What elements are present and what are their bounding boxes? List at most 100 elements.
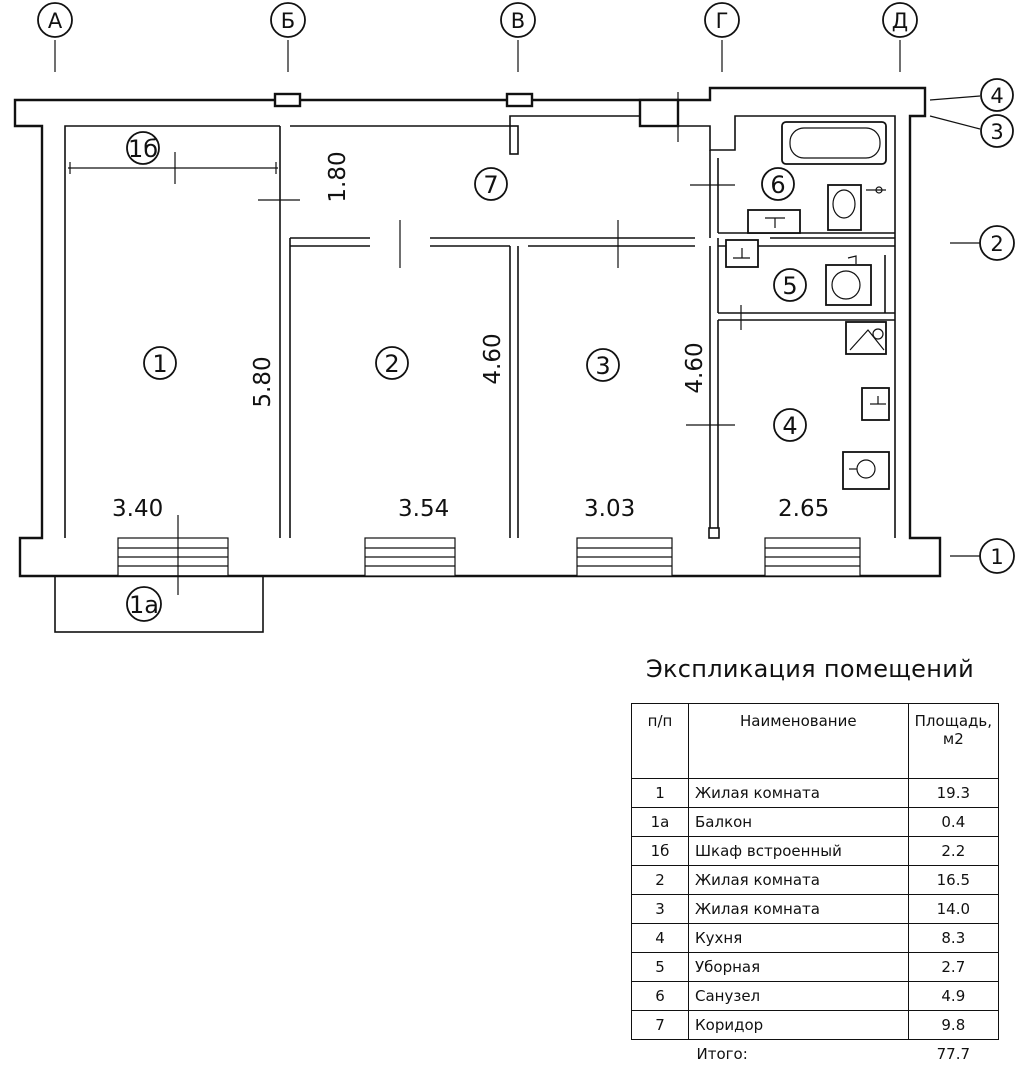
- dim-room2-depth: 4.60: [480, 333, 506, 384]
- axis-label-g: Г: [716, 9, 729, 33]
- row-name: Санузел: [688, 981, 909, 1011]
- row-name: Балкон: [688, 807, 909, 837]
- axis-lines-letters: [54, 40, 901, 72]
- axis-bubble-g: Г: [704, 2, 740, 38]
- axis-label-a: А: [48, 9, 63, 33]
- row-num: 6: [631, 981, 689, 1011]
- explication-table: п/п Наименование Площадь, м2 1 Жилая ком…: [631, 703, 1000, 1069]
- total-area: 77.7: [936, 1045, 971, 1063]
- axis-label-3: 3: [990, 120, 1003, 144]
- dim-room3-depth: 4.60: [682, 342, 708, 393]
- header-name: Наименование: [688, 703, 909, 779]
- table-row: 7 Коридор 9.8: [631, 1010, 1000, 1040]
- bathtub-icon: [781, 121, 887, 165]
- row-area: 0.4: [907, 807, 1000, 837]
- kitchen-counter-icon: [861, 387, 890, 421]
- dim-room3-width: 3.03: [584, 496, 635, 522]
- explication-title: Экспликация помещений: [645, 655, 975, 683]
- row-num: 3: [631, 894, 689, 924]
- dim-room4-width: 2.65: [778, 496, 829, 522]
- axis-label-b: Б: [281, 9, 295, 33]
- dim-room1-depth: 5.80: [250, 356, 276, 407]
- svg-text:6: 6: [770, 171, 785, 199]
- toilet-wc-icon: [825, 255, 872, 306]
- row-area: 8.3: [907, 923, 1000, 953]
- svg-text:1а: 1а: [129, 591, 159, 619]
- row-area: 9.8: [907, 1010, 1000, 1040]
- row-num: 1б: [631, 836, 689, 866]
- room-label-5: 5: [773, 268, 807, 302]
- axis-bubble-2: 2: [979, 225, 1015, 261]
- table-row: 3 Жилая комната 14.0: [631, 894, 1000, 924]
- total-label: Итого:: [696, 1045, 748, 1063]
- row-num: 5: [631, 952, 689, 982]
- room-label-1a: 1а: [126, 586, 162, 622]
- window-room1: [117, 537, 229, 577]
- row-area: 2.7: [907, 952, 1000, 982]
- row-name: Уборная: [688, 952, 909, 982]
- room-label-2: 2: [375, 346, 409, 380]
- room-label-4: 4: [773, 408, 807, 442]
- total-row: Итого: 77.7: [632, 1040, 999, 1069]
- row-area: 2.2: [907, 836, 1000, 866]
- exterior-walls: [13, 86, 942, 578]
- svg-text:1б: 1б: [128, 135, 158, 163]
- room-label-1b: 1б: [126, 131, 160, 165]
- kitchen-sink-icon: [845, 321, 887, 355]
- window-room3: [576, 537, 673, 577]
- table-row: 1 Жилая комната 19.3: [631, 778, 1000, 808]
- table-row: 5 Уборная 2.7: [631, 952, 1000, 982]
- axis-label-2: 2: [990, 232, 1003, 256]
- row-name: Кухня: [688, 923, 909, 953]
- floor-plan: А Б В Г Д 4 3 2 1: [13, 2, 1015, 633]
- dimension-1b: [68, 152, 278, 184]
- sink-bathroom-icon: [747, 209, 801, 234]
- axis-label-v: В: [511, 9, 525, 33]
- explication-header-row: п/п Наименование Площадь, м2: [631, 703, 1000, 779]
- sink-wc-icon: [725, 239, 759, 268]
- axis-bubble-1: 1: [979, 538, 1015, 574]
- axis-bubble-4: 4: [980, 78, 1014, 112]
- window-room2: [364, 537, 456, 577]
- svg-text:5: 5: [782, 272, 797, 300]
- row-area: 4.9: [907, 981, 1000, 1011]
- axis-bubble-d: Д: [882, 2, 918, 38]
- table-row: 1б Шкаф встроенный 2.2: [631, 836, 1000, 866]
- axis-label-4: 4: [990, 84, 1003, 108]
- row-num: 2: [631, 865, 689, 895]
- balcony-outline: [54, 575, 264, 633]
- interior-partitions: [279, 126, 895, 539]
- svg-text:7: 7: [483, 171, 498, 199]
- room-label-7: 7: [474, 167, 508, 201]
- header-area: Площадь, м2: [907, 703, 1000, 779]
- row-name: Жилая комната: [688, 865, 909, 895]
- row-num: 7: [631, 1010, 689, 1040]
- row-name: Жилая комната: [688, 894, 909, 924]
- row-name: Шкаф встроенный: [688, 836, 909, 866]
- axis-bubble-b: Б: [270, 2, 306, 38]
- svg-text:2: 2: [384, 350, 399, 378]
- svg-text:1: 1: [152, 350, 167, 378]
- room-label-3: 3: [586, 348, 620, 382]
- axis-lines-numbers: [929, 95, 981, 557]
- dim-room2-width: 3.54: [398, 496, 449, 522]
- toilet-bathroom-icon: [827, 184, 886, 231]
- table-row: 1а Балкон 0.4: [631, 807, 1000, 837]
- room-label-1: 1: [143, 346, 177, 380]
- row-num: 1: [631, 778, 689, 808]
- row-area: 16.5: [907, 865, 1000, 895]
- axis-bubble-3: 3: [980, 114, 1014, 148]
- row-name: Жилая комната: [688, 778, 909, 808]
- svg-text:4: 4: [782, 412, 797, 440]
- dim-room1-width: 3.40: [112, 496, 163, 522]
- window-kitchen: [764, 537, 861, 577]
- row-num: 4: [631, 923, 689, 953]
- axis-bubble-a: А: [37, 2, 73, 38]
- header-num: п/п: [631, 703, 689, 779]
- door-marks: [177, 92, 742, 595]
- stove-icon: [842, 451, 890, 490]
- row-name: Коридор: [688, 1010, 909, 1040]
- room-label-6: 6: [761, 167, 795, 201]
- table-row: 6 Санузел 4.9: [631, 981, 1000, 1011]
- axis-bubble-v: В: [500, 2, 536, 38]
